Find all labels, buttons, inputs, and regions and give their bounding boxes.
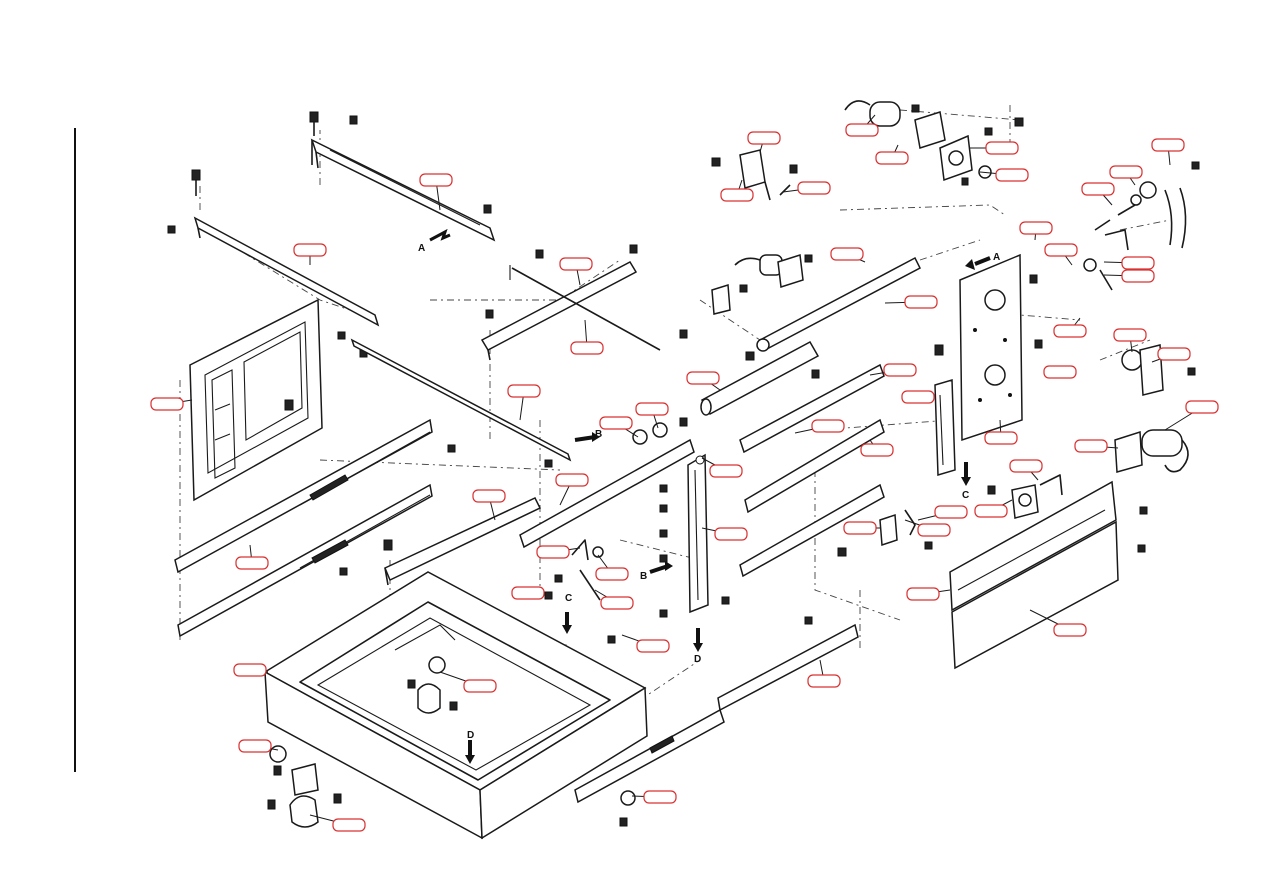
left-slide-rails-part [174,418,456,638]
part-callout-box [507,384,541,398]
part-callout-box [1151,138,1185,152]
part-callout-box [1053,623,1087,637]
part-callout-box [843,521,877,535]
part-callout-box [906,587,940,601]
part-callout-box [1009,459,1043,473]
part-callout-box [714,527,748,541]
part-callout-labels [150,114,1219,832]
part-callout-box [830,247,864,261]
part-callout-box [1113,328,1147,342]
part-callout-box [332,818,366,832]
part-callout-box [1044,243,1078,257]
left-bearing-rail-part [519,417,695,549]
part-callout-box [233,663,267,677]
part-callout-box [747,131,781,145]
bottom-right-rail-part [574,616,859,827]
part-callout-box [984,431,1018,445]
right-rail-bracket-part [934,379,956,476]
gear-and-belt-parts [1083,161,1200,396]
part-callout-box [1121,256,1155,270]
part-callout-box [600,596,634,610]
part-callout-box [797,181,831,195]
part-callout-box [463,679,497,693]
part-callout-box [904,295,938,309]
right-side-plate-part [934,253,1043,442]
center-top-bracket-part [480,244,688,361]
part-callout-box [1081,182,1115,196]
part-callout-box [599,416,633,430]
center-rails-part [739,363,885,578]
section-letter-a-right: A [993,252,1000,263]
part-callout-box [1074,439,1108,453]
part-callout-box [686,371,720,385]
part-callout-box [643,790,677,804]
part-callout-box [559,257,593,271]
long-rod-part [350,338,572,468]
part-callout-box [150,397,184,411]
part-callout-box [235,556,269,570]
part-callout-box [1043,365,1077,379]
part-callout-box [807,674,841,688]
left-side-panel-part [189,298,323,502]
part-callout-box [595,567,629,581]
section-letter-d-base: D [467,730,474,741]
part-callout-box [1019,221,1053,235]
section-letter-d-center: D [694,654,701,665]
part-callout-box [419,173,453,187]
part-callout-box [974,504,1008,518]
front-caster-part [267,745,342,828]
part-callout-box [511,586,545,600]
part-callout-box [555,473,589,487]
latch-parts [837,474,1063,557]
drive-shaft-part [700,256,921,416]
part-callout-box [536,545,570,559]
section-letter-a-left: A [418,243,425,254]
small-motor-part [711,254,813,315]
arrow-markers [429,228,991,764]
part-callout-box [1157,347,1191,361]
part-callout-box [934,505,968,519]
part-callout-box [917,523,951,537]
part-callout-box [875,151,909,165]
part-callout-box [238,739,272,753]
part-callout-box [1185,400,1219,414]
part-callout-box [709,464,743,478]
part-callout-box [720,188,754,202]
part-callout-box [883,363,917,377]
part-callout-box [985,141,1019,155]
part-callout-box [472,489,506,503]
left-top-rail-part [167,169,380,358]
top-motor-part [844,100,1024,186]
part-callout-box [570,341,604,355]
center-vertical-bracket-part [659,453,730,618]
part-callout-box [901,390,935,404]
part-callout-box [1121,269,1155,283]
section-letter-c-right: C [962,490,969,501]
part-callout-box [845,123,879,137]
part-callout-box [995,168,1029,182]
right-cover-panels-part [949,480,1148,670]
base-frame-part [263,571,648,840]
sensor-bracket-part [711,149,798,201]
part-callout-box [635,402,669,416]
section-letter-b-top: B [595,429,602,440]
top-crossbar-part [309,111,496,242]
lower-cross-member-part [383,497,542,586]
part-callout-box [811,419,845,433]
section-letter-c-left: C [565,593,572,604]
section-letter-b-lower: B [640,571,647,582]
part-callout-box [636,639,670,653]
section-letters: A B B C C D D A [418,243,1000,741]
part-callout-box [1053,324,1087,338]
part-callout-box [293,243,327,257]
part-callout-box [1109,165,1143,179]
right-motor-part [1114,429,1189,473]
part-callout-box [860,443,894,457]
